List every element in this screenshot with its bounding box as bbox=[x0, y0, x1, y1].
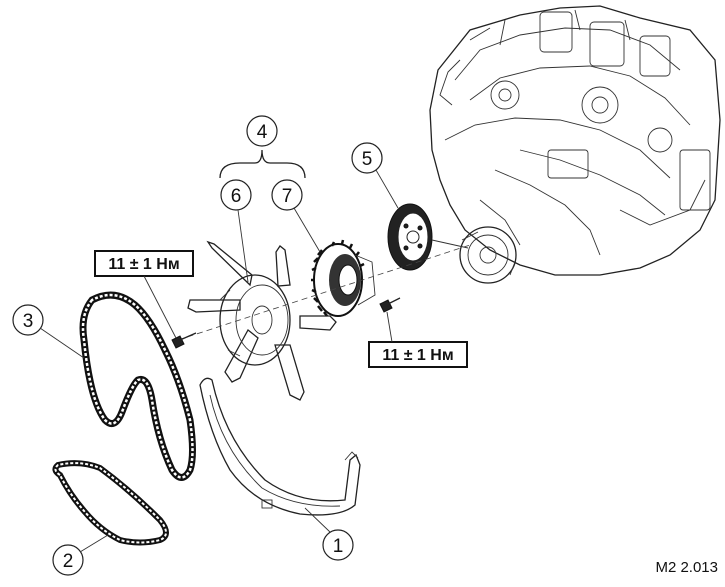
torque-right-text: 11 ± 1 Нм bbox=[382, 347, 453, 364]
callout-6-group: 6 bbox=[220, 179, 252, 283]
callout-5-group: 5 bbox=[351, 142, 399, 209]
engine-block-illustration bbox=[429, 5, 721, 284]
fan-clutch bbox=[311, 239, 376, 317]
bolt-right bbox=[379, 297, 401, 313]
drive-belt-2 bbox=[52, 460, 169, 546]
callout-2-group: 2 bbox=[52, 534, 109, 576]
callout-1-group: 1 bbox=[304, 507, 354, 561]
torque-left-text: 11 ± 1 Нм bbox=[108, 256, 179, 273]
torque-spec-left: 11 ± 1 Нм bbox=[94, 250, 194, 339]
drive-belt-3 bbox=[79, 291, 196, 481]
water-pump-pulley bbox=[387, 203, 469, 271]
callout-6-label: 6 bbox=[231, 186, 242, 207]
bolt-left bbox=[171, 332, 197, 349]
callout-4-label: 4 bbox=[257, 122, 268, 143]
callout-2-label: 2 bbox=[63, 551, 74, 572]
callout-4-group: 4 bbox=[219, 115, 306, 179]
callout-7-group: 7 bbox=[271, 179, 321, 253]
assembly-axis-line bbox=[177, 244, 471, 341]
callout-3-group: 3 bbox=[12, 304, 85, 359]
figure-code: M2 2.013 bbox=[655, 559, 718, 576]
callout-5-label: 5 bbox=[362, 149, 373, 170]
fan-shroud bbox=[199, 377, 361, 516]
callout-7-label: 7 bbox=[282, 186, 293, 207]
callout-3-label: 3 bbox=[23, 311, 34, 332]
callout-4-bracket bbox=[219, 149, 306, 179]
cooling-fan bbox=[187, 240, 337, 401]
callout-1-label: 1 bbox=[333, 536, 344, 557]
torque-spec-right: 11 ± 1 Нм bbox=[368, 311, 468, 368]
